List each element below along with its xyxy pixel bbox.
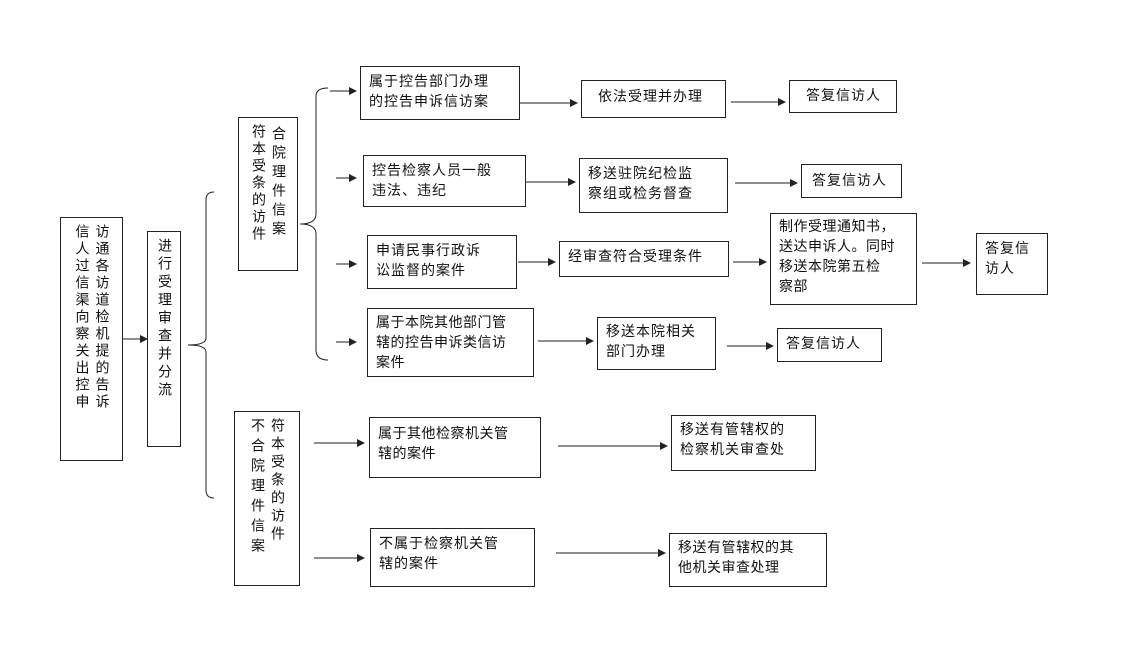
r4-action-box: 移送本院相关 部门办理 (597, 317, 716, 370)
intro-col-1: 访通各访道检机提的告诉 (93, 224, 110, 411)
intro-box: 访通各访道检机提的告诉 信人过信渠向察关出控申 (60, 217, 123, 461)
r2-action-box: 移送驻院纪检监 察组或检务督查 (579, 158, 728, 213)
r1-action-box: 依法受理并办理 (581, 80, 726, 118)
process-box: 进行受理审查并分流 (147, 231, 181, 447)
r3-category-box: 申请民事行政诉 讼监督的案件 (367, 235, 517, 289)
r6-action-box: 移送有管辖权的其 他机关审查处理 (669, 533, 827, 587)
r6-category-box: 不属于检察机关管 辖的案件 (370, 528, 535, 587)
r5-category-box: 属于其他检察机关管 辖的案件 (369, 417, 541, 478)
r3-action-box: 经审查符合受理条件 (559, 241, 729, 277)
reject-col-1: 符本受条的访件 (269, 418, 285, 544)
r4-result-box: 答复信访人 (777, 328, 882, 362)
brace-accept (299, 87, 329, 361)
r3-action2-box: 制作受理通知书， 送达申诉人。同时 移送本院第五检 察部 (770, 213, 917, 305)
accept-box: 合院理件信案 符本受条的访件 (238, 117, 298, 271)
r2-category-box: 控告检察人员一般 违法、违纪 (363, 155, 526, 207)
r1-result-box: 答复信访人 (789, 80, 897, 113)
accept-col-2: 符本受条的访件 (250, 124, 266, 243)
r5-action-box: 移送有管辖权的 检察机关审查处 (671, 415, 816, 471)
process-text: 进行受理审查并分流 (156, 238, 172, 400)
r1-category-box: 属于控告部门办理 的控告申诉信访案 (360, 66, 520, 120)
brace-main (187, 191, 215, 499)
r3-result-box: 答复信 访人 (976, 233, 1048, 295)
accept-col-1: 合院理件信案 (270, 126, 286, 240)
reject-col-2: 不合院理件信案 (249, 418, 265, 558)
reject-box: 符本受条的访件 不合院理件信案 (234, 411, 300, 586)
r4-category-box: 属于本院其他部门管 辖的控告申诉类信访 案件 (367, 308, 534, 377)
intro-col-2: 信人过信渠向察关出控申 (73, 224, 90, 411)
r2-result-box: 答复信访人 (801, 164, 902, 198)
